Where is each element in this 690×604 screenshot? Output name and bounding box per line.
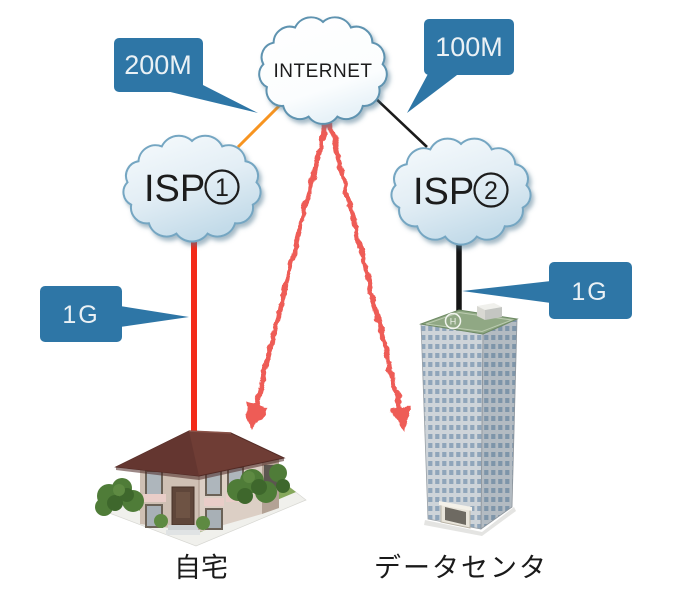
isp1-label-text: ISP: [144, 168, 205, 210]
isp2-cloud-shape: [390, 137, 532, 246]
callout-100m-label: 100M: [435, 32, 503, 62]
datacenter-illustration: H: [419, 303, 519, 536]
datacenter-label: データセンタ: [374, 553, 548, 583]
isp2-label-number: 2: [484, 177, 498, 205]
isp1-cloud: ISP 1: [122, 134, 262, 243]
callout-1g-datacenter: 1G: [462, 262, 632, 319]
isp1-label-number: 1: [215, 174, 229, 202]
isp1-number-circle: [204, 169, 240, 205]
isp2-number-circle: [473, 172, 509, 208]
internet-cloud: INTERNET: [258, 16, 388, 125]
callout-200m-label: 200M: [124, 50, 192, 80]
callout-100m-tail: [407, 72, 461, 113]
callout-1g-datacenter-box: [549, 262, 632, 319]
callout-200m-box: [114, 38, 203, 92]
callout-1g-datacenter-tail: [462, 281, 551, 303]
callout-200m: 200M: [114, 38, 258, 113]
callout-1g-datacenter-label: 1G: [571, 278, 608, 306]
internet-cloud-shape: [258, 16, 388, 125]
link-internet-isp1: [236, 97, 288, 149]
arrow-internet-datacenter-shaft: [327, 121, 403, 411]
callout-1g-home-tail: [120, 306, 189, 327]
callout-100m-box: [424, 19, 514, 75]
internet-label: INTERNET: [274, 61, 373, 82]
isp2-label-text: ISP: [413, 171, 474, 213]
isp2-cloud: ISP 2: [390, 137, 532, 246]
home-illustration: [95, 430, 307, 547]
isp1-cloud-shape: [122, 134, 262, 243]
traffic-arrows: [245, 121, 411, 432]
callout-100m: 100M: [407, 19, 514, 113]
home-label: 自宅: [174, 553, 228, 583]
link-internet-isp2: [371, 94, 428, 148]
callout-1g-home: 1G: [40, 286, 189, 342]
arrow-internet-home-shaft: [253, 121, 329, 409]
callout-1g-home-box: [40, 286, 122, 342]
arrow-internet-home-head: [245, 402, 268, 431]
helipad-h-label: H: [450, 317, 457, 327]
arrow-internet-datacenter-head: [390, 405, 411, 432]
callout-1g-home-label: 1G: [62, 301, 99, 329]
